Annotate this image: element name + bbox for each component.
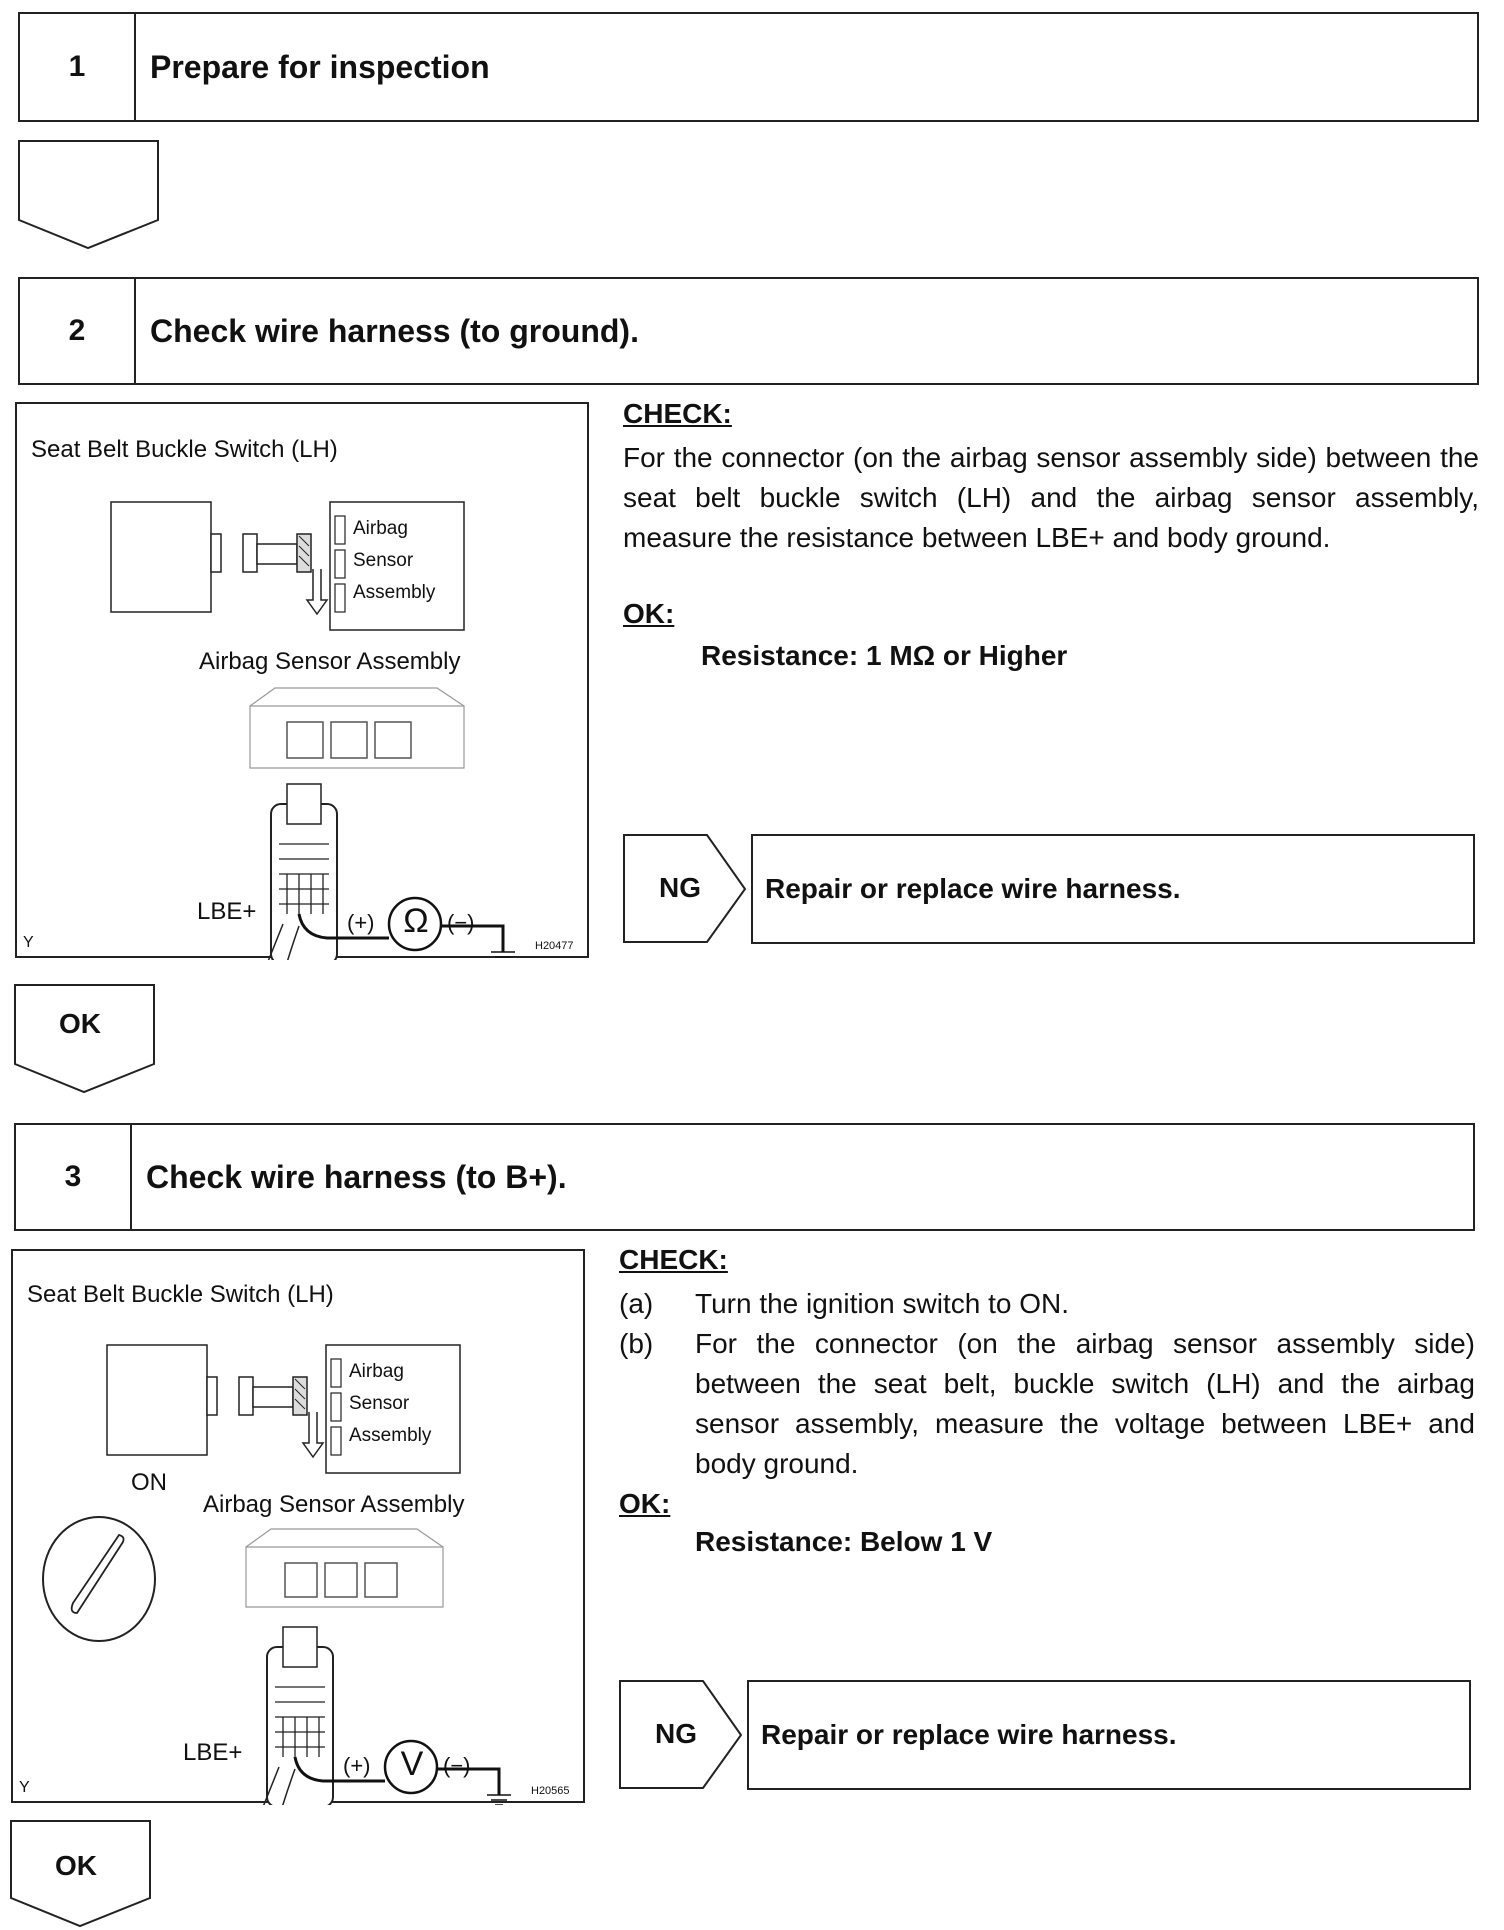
ok-arrow <box>14 984 155 1094</box>
terminal-label: LBE+ <box>197 898 257 925</box>
check-item: (a) Turn the ignition switch to ON. <box>619 1284 1475 1324</box>
plus-label: (+) <box>347 910 375 935</box>
spec-value: Resistance: Below 1 V <box>695 1526 993 1557</box>
ok-heading: OK: <box>619 1488 671 1519</box>
ng-action-box: Repair or replace wire harness. <box>747 1680 1471 1790</box>
side-label-assembly: Assembly <box>353 582 436 603</box>
check-text: For the connector (on the airbag sensor … <box>623 442 1479 553</box>
item-label: (a) <box>619 1288 654 1319</box>
step-number: 3 <box>16 1125 132 1229</box>
figure-id: H20565 <box>531 1785 570 1797</box>
connector-diagram <box>110 501 515 960</box>
side-label-airbag: Airbag <box>349 1361 404 1382</box>
figure-title: Seat Belt Buckle Switch (LH) <box>27 1281 334 1308</box>
item-label: (b) <box>619 1328 654 1359</box>
on-label: ON <box>131 1469 167 1496</box>
flow-arrow-1 <box>18 140 159 250</box>
ok-arrow <box>10 1820 151 1928</box>
spec-value: Resistance: 1 MΩ or Higher <box>701 640 1068 671</box>
check-heading: CHECK: <box>623 398 732 429</box>
check-item: (b) For the connector (on the airbag sen… <box>619 1324 1475 1484</box>
assembly-label: Airbag Sensor Assembly <box>199 648 461 675</box>
check-list: (a) Turn the ignition switch to ON. (b) … <box>619 1284 1475 1484</box>
terminal-label: LBE+ <box>183 1739 243 1766</box>
side-label-airbag: Airbag <box>353 518 408 539</box>
step-title: Check wire harness (to ground). <box>150 312 639 349</box>
side-label-sensor: Sensor <box>353 550 414 571</box>
figure-id: H20477 <box>535 940 574 952</box>
side-label-assembly: Assembly <box>349 1425 432 1446</box>
step-2-figure: Seat Belt Buckle Switch (LH) Airbag <box>15 402 589 960</box>
item-text: Turn the ignition switch to ON. <box>695 1288 1070 1319</box>
corner-mark: Y <box>19 1779 30 1796</box>
step-number: 2 <box>20 279 136 383</box>
ng-label: NG <box>655 1718 697 1749</box>
ng-label: NG <box>659 872 701 903</box>
ohmmeter-icon: Ω <box>403 902 429 940</box>
step-title: Check wire harness (to B+). <box>146 1158 567 1195</box>
check-heading: CHECK: <box>619 1244 728 1275</box>
ng-chevron <box>619 1680 743 1789</box>
item-text: For the connector (on the airbag sensor … <box>695 1328 1475 1479</box>
voltmeter-icon: V <box>400 1745 424 1783</box>
step-3-header: 3 Check wire harness (to B+). <box>14 1123 1475 1231</box>
plus-label: (+) <box>343 1753 371 1778</box>
figure-title: Seat Belt Buckle Switch (LH) <box>31 436 338 463</box>
corner-mark: Y <box>23 934 34 951</box>
step-number: 1 <box>20 14 136 120</box>
minus-label: (−) <box>447 910 475 935</box>
ng-chevron <box>623 834 747 943</box>
assembly-label: Airbag Sensor Assembly <box>203 1491 465 1518</box>
step-2-header: 2 Check wire harness (to ground). <box>18 277 1479 385</box>
ok-heading: OK: <box>623 598 675 629</box>
connector-diagram <box>42 1344 511 1805</box>
ng-action-box: Repair or replace wire harness. <box>751 834 1475 944</box>
step-1-header: 1 Prepare for inspection <box>18 12 1479 122</box>
step-3-figure: Seat Belt Buckle Switch (LH) Airbag Sens… <box>11 1249 585 1805</box>
side-label-sensor: Sensor <box>349 1393 410 1414</box>
step-title: Prepare for inspection <box>150 48 490 85</box>
ok-label: OK <box>59 1008 101 1039</box>
minus-label: (−) <box>443 1753 471 1778</box>
ok-label: OK <box>55 1850 97 1881</box>
